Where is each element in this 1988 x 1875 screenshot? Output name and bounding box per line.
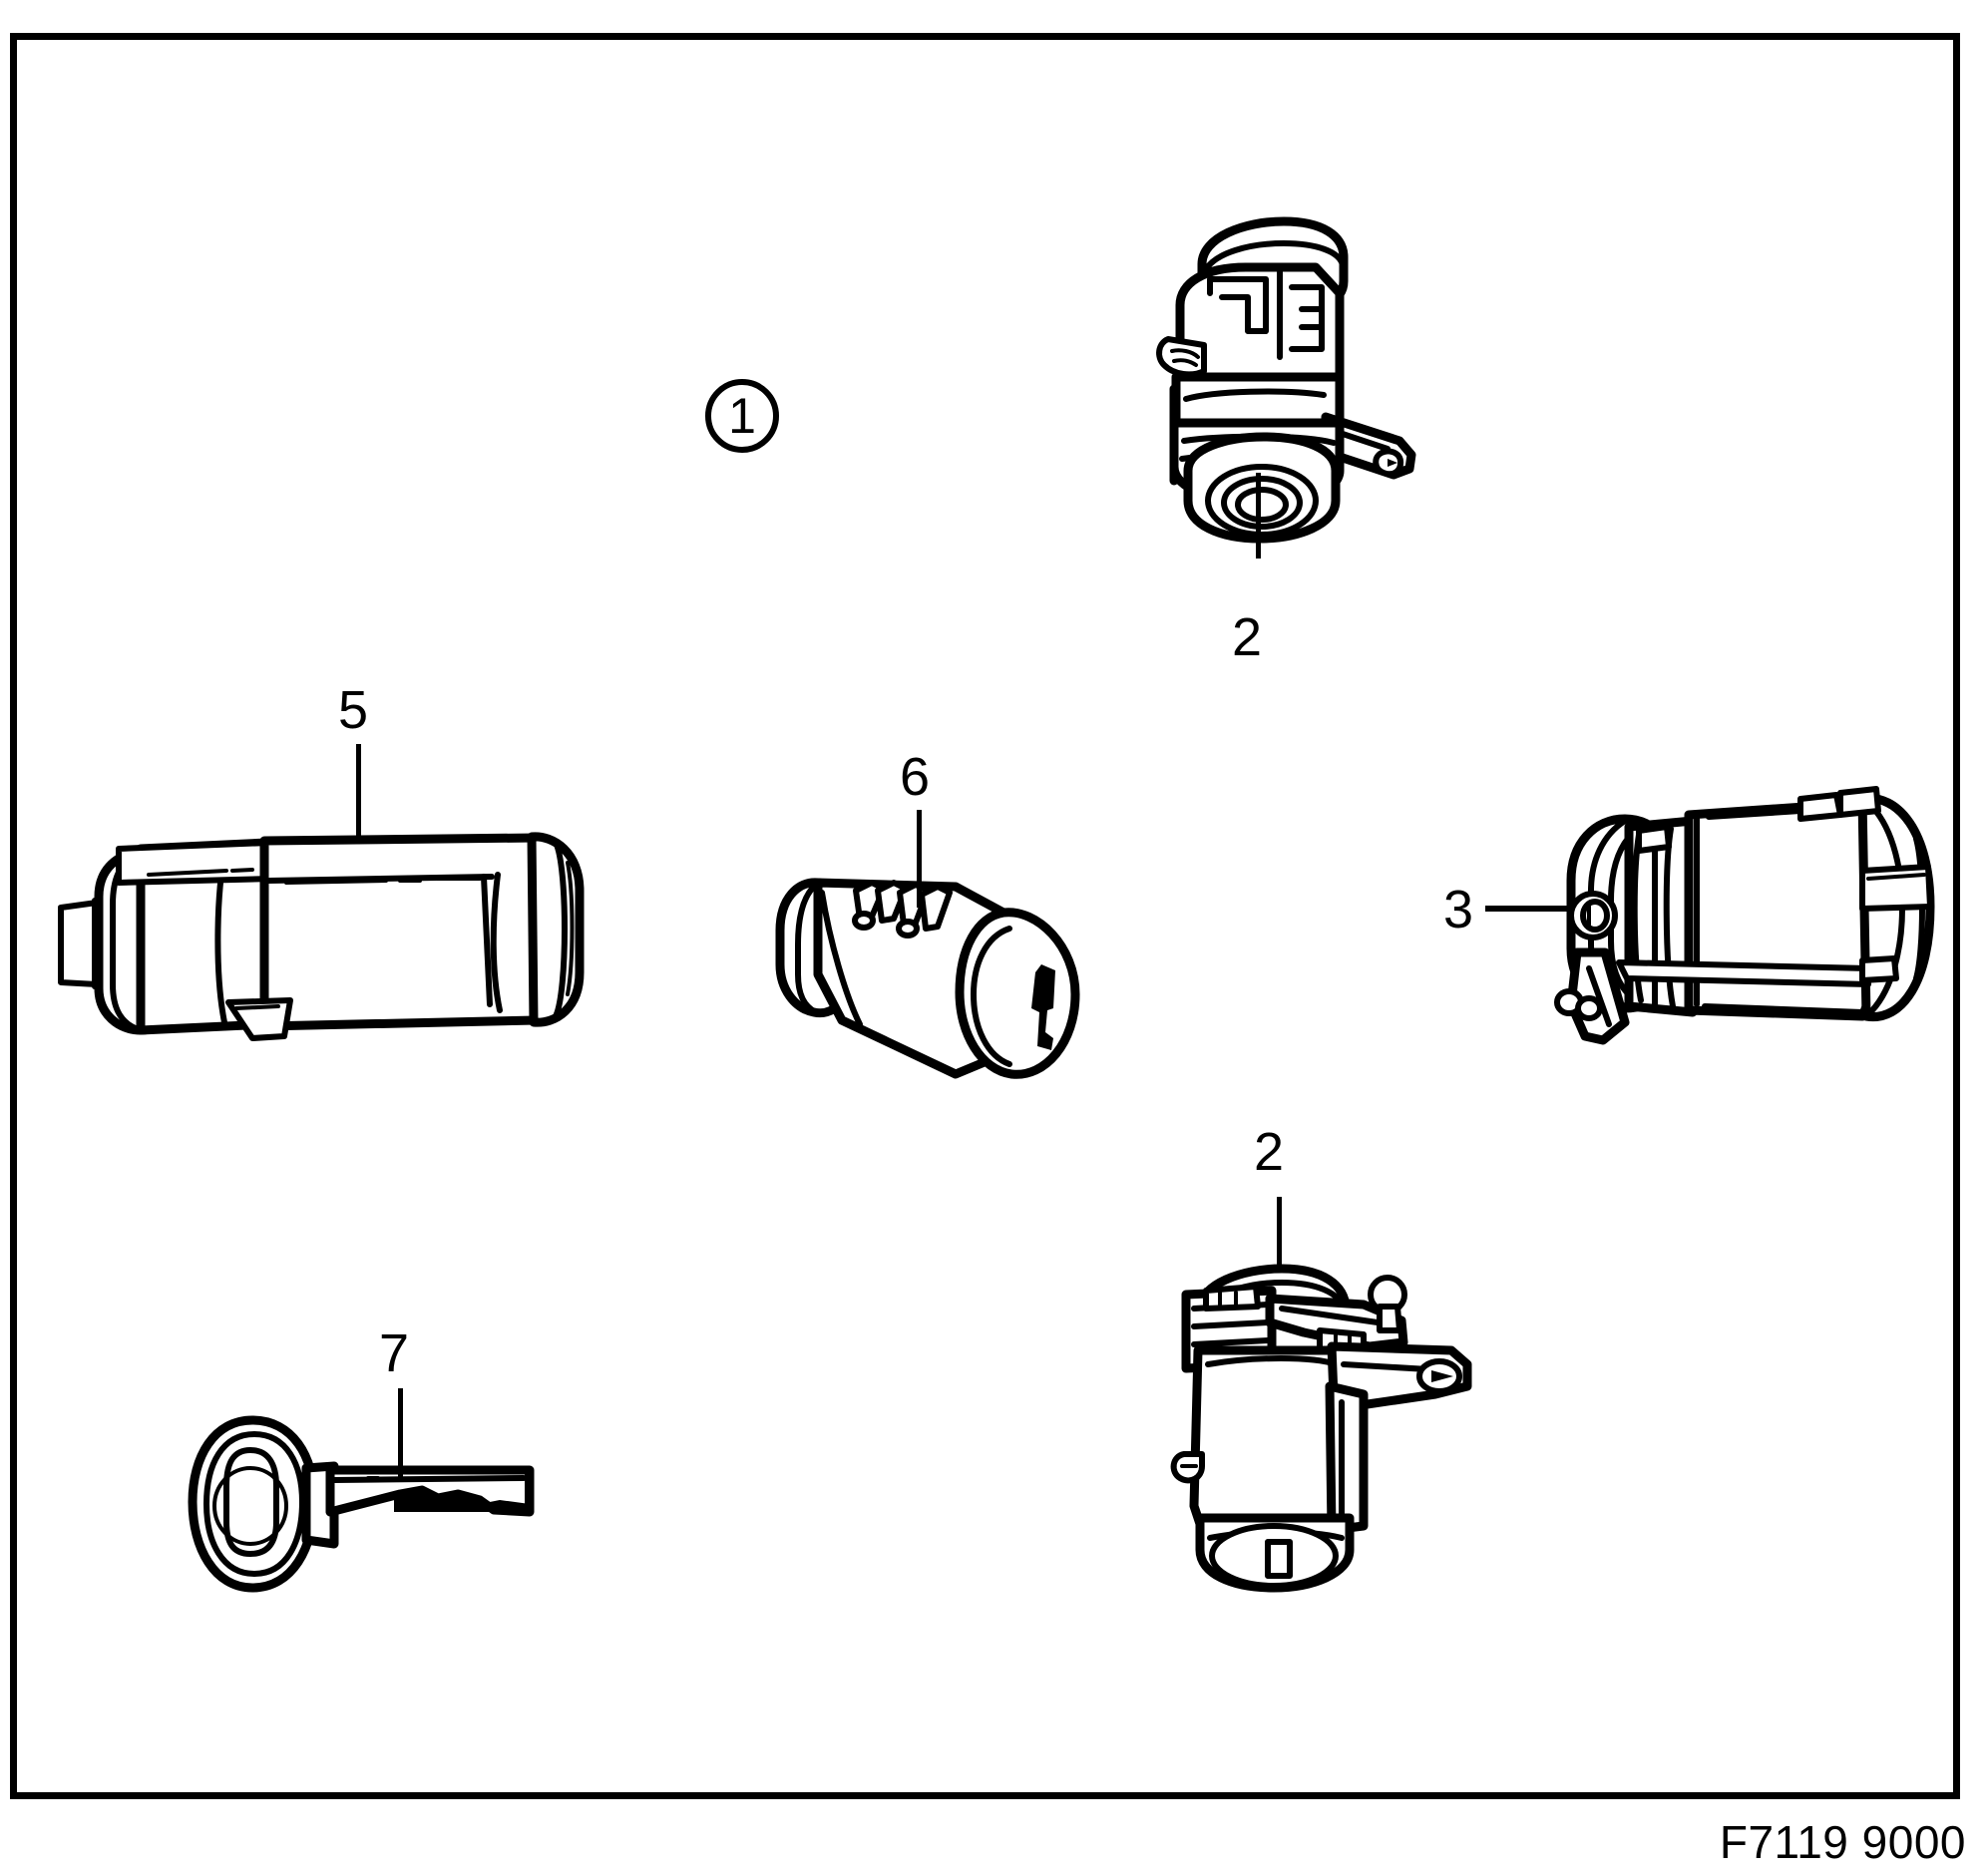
part-ignition-lock-housing-lower [1170, 1264, 1472, 1593]
leader-line-callout-6 [917, 810, 922, 908]
part-door-lock-housing [1554, 786, 1935, 1045]
part-lock-barrel-cylinder [58, 832, 585, 1041]
callout-2-lower[interactable]: 2 [1254, 1122, 1285, 1182]
callout-2-upper[interactable]: 2 [1232, 607, 1263, 667]
leader-line-callout-2-lower [1277, 1197, 1282, 1265]
callout-7[interactable]: 7 [379, 1323, 410, 1383]
leader-line-callout-5 [356, 744, 361, 840]
leader-line-callout-3 [1485, 906, 1569, 912]
leader-line-callout-7 [398, 1388, 403, 1480]
callout-1[interactable]: 1 [705, 379, 779, 453]
part-ignition-lock-housing-upper [1156, 216, 1416, 544]
callout-6[interactable]: 6 [900, 747, 931, 807]
diagram-frame: 1 2 5 6 3 2 7 [10, 33, 1960, 1799]
leader-line-callout-2-upper [1256, 473, 1261, 559]
part-lock-cylinder-with-keyway [775, 878, 1080, 1079]
figure-caption: F7119 9000 [1719, 1816, 1966, 1868]
part-key [188, 1415, 535, 1593]
callout-3[interactable]: 3 [1443, 880, 1474, 939]
callout-5[interactable]: 5 [338, 680, 369, 740]
